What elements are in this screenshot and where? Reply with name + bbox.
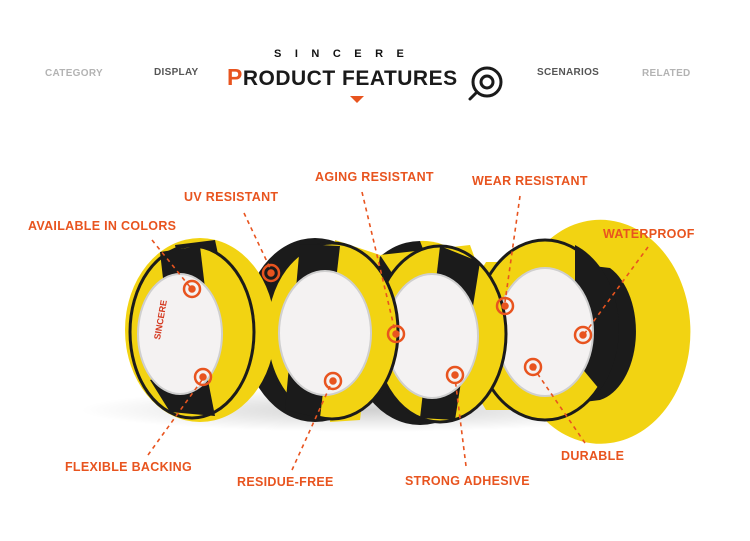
nav-display[interactable]: DISPLAY (154, 67, 199, 78)
feature-residue-free: RESIDUE-FREE (237, 475, 334, 489)
title-down-arrow-icon (350, 96, 364, 103)
title-rest: RODUCT FEATURES (242, 67, 458, 90)
nav-related[interactable]: RELATED (642, 68, 691, 79)
feature-aging-resistant: AGING RESISTANT (315, 170, 434, 184)
target-icon (468, 66, 503, 101)
feature-durable: DURABLE (561, 449, 625, 463)
title-first-letter: P (227, 64, 243, 90)
brand-name: SINCERE (274, 48, 418, 60)
feature-wear-resistant: WEAR RESISTANT (472, 174, 588, 188)
feature-waterproof: WATERPROOF (603, 227, 695, 241)
tape-roll-2 (243, 238, 400, 422)
nav-scenarios[interactable]: SCENARIOS (537, 67, 600, 78)
callout-markers (182, 263, 593, 391)
tape-roll-1 (125, 238, 275, 422)
feature-flexible-backing: FLEXIBLE BACKING (65, 460, 193, 474)
page-title: PRODUCT FEATURES (227, 64, 458, 91)
leader-lines (147, 191, 649, 471)
feature-strong-adhesive: STRONG ADHESIVE (405, 474, 530, 488)
feature-available-in-colors: AVAILABLE IN COLORS (28, 219, 177, 233)
tape-roll-4 (465, 219, 691, 444)
feature-uv-resistant: UV RESISTANT (184, 190, 279, 204)
nav-category[interactable]: CATEGORY (45, 68, 103, 79)
